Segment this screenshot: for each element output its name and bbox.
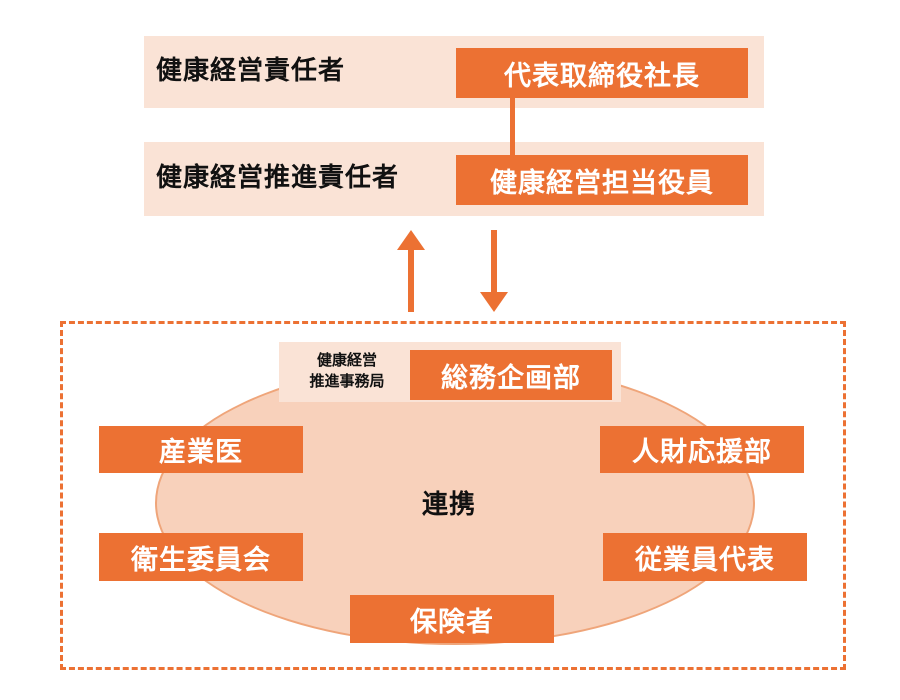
collaboration-label: 連携: [422, 490, 477, 520]
role-label-promotion-officer: 健康経営推進責任者: [156, 163, 400, 193]
connector-president-to-executive: [510, 98, 515, 155]
box-industrial-physician: 産業医: [99, 426, 303, 473]
box-health-committee: 衛生委員会: [99, 533, 303, 581]
arrow-down-icon: [480, 230, 508, 312]
arrow-up-icon: [397, 230, 425, 312]
role-label-health-management-officer: 健康経営責任者: [156, 56, 346, 86]
box-general-affairs: 総務企画部: [410, 350, 612, 400]
box-insurer: 保険者: [350, 595, 554, 643]
box-executive: 健康経営担当役員: [456, 155, 748, 205]
box-hr-support: 人財応援部: [600, 426, 804, 473]
box-president: 代表取締役社長: [456, 48, 748, 98]
secretariat-label: 健康経営 推進事務局: [288, 350, 406, 392]
box-employee-representative: 従業員代表: [603, 533, 807, 581]
collaboration-frame: [60, 321, 846, 670]
secretariat-label-line1: 健康経営: [316, 351, 377, 369]
secretariat-label-line2: 推進事務局: [309, 372, 385, 390]
